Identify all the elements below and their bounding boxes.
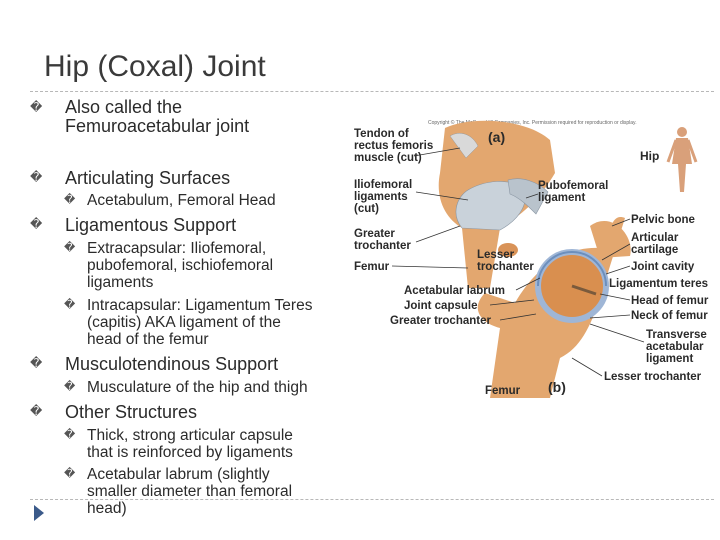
leader-line <box>601 243 631 261</box>
next-slide-arrow-icon[interactable] <box>34 505 44 521</box>
label-tendon-rectus-femoris: Tendon of rectus femoris muscle (cut) <box>354 128 436 164</box>
sub-bullet-labrum: Acetabular labrum (slightly smaller diam… <box>87 466 292 517</box>
leader-line <box>515 277 541 291</box>
label-lesser-trochanter-a: Lesser trochanter <box>477 249 534 273</box>
leader-line <box>589 323 645 343</box>
label-pubofemoral-ligament: Pubofemoral ligament <box>538 180 612 204</box>
leader-line <box>415 225 461 243</box>
sub-bullet-capsule: Thick, strong articular capsule that is … <box>87 427 293 461</box>
leader-line <box>415 191 469 201</box>
label-ligamentum-teres: Ligamentum teres <box>609 278 708 290</box>
label-transverse-acetabular-ligament: Transverse acetabular ligament <box>646 329 710 365</box>
sub-line: Acetabular labrum (slightly <box>87 466 270 483</box>
sub-line: pubofemoral, ischiofemoral <box>87 257 274 274</box>
bullet-musculotendinous: Musculotendinous Support <box>65 354 279 374</box>
footer-divider <box>30 499 714 500</box>
sub-line: (capitis) AKA ligament of the <box>87 314 281 331</box>
sub-bullet-intracapsular: Intracapsular: Ligamentum Teres (capitis… <box>87 297 312 348</box>
sub-bullet-marker: � <box>64 193 76 206</box>
sub-bullet-marker: � <box>64 380 76 393</box>
leader-line <box>391 265 469 269</box>
leader-line <box>413 147 461 157</box>
leader-line <box>571 357 603 377</box>
panel-b-label: (b) <box>548 379 566 395</box>
bullet-marker: � <box>30 356 43 370</box>
sub-bullet-marker: � <box>64 241 76 254</box>
sub-line: head) <box>87 500 127 517</box>
bullet-line: Also called the <box>65 97 183 117</box>
leader-line <box>605 265 631 275</box>
bullet-marker: � <box>30 404 43 418</box>
rectus-femoris-tendon <box>449 133 479 159</box>
label-hip: Hip <box>640 149 659 163</box>
sub-line: head of the femur <box>87 331 209 348</box>
human-figure-icon <box>666 127 698 192</box>
bullet-other-structures: Other Structures <box>65 402 198 422</box>
bullet-marker: � <box>30 217 43 231</box>
label-pelvic-bone: Pelvic bone <box>631 214 695 226</box>
title-divider <box>30 91 714 92</box>
label-lesser-trochanter-b: Lesser trochanter <box>604 371 702 383</box>
label-articular-cartilage: Articular cartilage <box>631 232 682 256</box>
sub-bullet-marker: � <box>64 428 76 441</box>
sub-line: Intracapsular: Ligamentum Teres <box>87 297 313 314</box>
leader-line <box>489 299 535 306</box>
bullet-marker: � <box>30 170 43 184</box>
leader-line <box>599 293 631 301</box>
sub-line: that is reinforced by ligaments <box>87 444 293 461</box>
bullet-also-called: Also called the Femuroacetabular joint <box>65 98 249 136</box>
label-joint-capsule: Joint capsule <box>404 300 478 312</box>
hip-joint-illustration: Copyright © The McGraw-Hill Companies, I… <box>354 119 710 398</box>
panel-a-anterior-view <box>438 120 555 289</box>
label-acetabular-labrum: Acetabular labrum <box>404 285 505 297</box>
leader-line <box>525 193 539 199</box>
copyright-notice: Copyright © The McGraw-Hill Companies, I… <box>428 119 637 126</box>
sub-line: Extracapsular: Iliofemoral, <box>87 240 267 257</box>
bullet-marker: � <box>30 100 43 114</box>
sub-bullet-extracapsular: Extracapsular: Iliofemoral, pubofemoral,… <box>87 240 273 291</box>
panel-a-label: (a) <box>488 129 505 145</box>
panel-b-coronal-section <box>477 217 631 398</box>
sub-line: smaller diameter than femoral <box>87 483 293 500</box>
label-greater-trochanter-b: Greater trochanter <box>390 315 492 327</box>
sub-line: ligaments <box>87 274 154 291</box>
label-head-of-femur: Head of femur <box>631 295 709 307</box>
pelvic-bone-section <box>590 221 631 258</box>
bullet-articulating-surfaces: Articulating Surfaces <box>65 168 231 188</box>
sub-line: Thick, strong articular capsule <box>87 427 293 444</box>
bullet-line: Femuroacetabular joint <box>65 116 250 136</box>
label-femur-a: Femur <box>354 261 390 273</box>
ligamentum-teres-band <box>571 284 597 296</box>
sub-bullet-musculature: Musculature of the hip and thigh <box>87 379 308 396</box>
leader-line <box>499 313 537 321</box>
sub-bullet-acetabulum: Acetabulum, Femoral Head <box>87 192 276 209</box>
sub-bullet-marker: � <box>64 298 76 311</box>
bullet-ligamentous-support: Ligamentous Support <box>65 215 237 235</box>
label-iliofemoral-ligaments: Iliofemoral ligaments (cut) <box>354 179 415 215</box>
leader-line <box>611 218 631 227</box>
lesser-trochanter-bone <box>498 243 518 257</box>
label-greater-trochanter-a: Greater trochanter <box>354 228 411 252</box>
label-joint-cavity: Joint cavity <box>631 261 695 273</box>
joint-cavity-line <box>537 251 607 287</box>
sub-bullet-marker: � <box>64 467 76 480</box>
label-neck-of-femur: Neck of femur <box>631 310 708 322</box>
leader-line <box>589 314 631 319</box>
slide-title: Hip (Coxal) Joint <box>44 50 266 83</box>
pubofemoral-ligament <box>507 178 549 215</box>
iliofemoral-ligament <box>455 181 526 231</box>
label-femur-b: Femur <box>485 385 521 397</box>
